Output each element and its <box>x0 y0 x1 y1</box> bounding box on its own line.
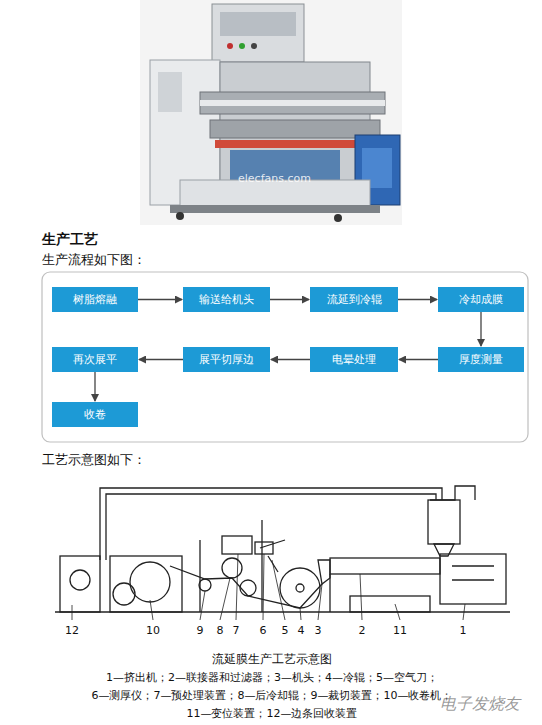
flow-arrow <box>480 312 481 346</box>
callout-number: 7 <box>233 624 240 637</box>
box-label: 树脂熔融 <box>73 292 117 307</box>
key-line: 11—变位装置；12—边条回收装置 <box>187 706 358 721</box>
process-box: 电晕处理 <box>310 347 398 372</box>
flow-frame <box>42 272 528 442</box>
watermark: 电子发烧友 <box>440 694 520 715</box>
callout-number: 10 <box>146 624 160 637</box>
key-line: 1—挤出机；2—联接器和过滤器；3—机头；4—冷辊；5—空气刀； <box>106 670 438 685</box>
callout-number: 6 <box>260 624 267 637</box>
flow-arrow <box>399 359 438 360</box>
box-label: 展平切厚边 <box>199 352 254 367</box>
box-label: 输送给机头 <box>199 292 254 307</box>
process-box: 收卷 <box>52 402 138 427</box>
process-box: 冷却成膜 <box>438 287 524 312</box>
callout-number: 8 <box>217 624 224 637</box>
intro-text: 工艺示意图如下： <box>42 451 146 469</box>
callout-number: 11 <box>393 624 407 637</box>
section-heading: 生产工艺 <box>42 231 98 249</box>
process-box: 流延到冷辊 <box>310 287 398 312</box>
flow-arrow <box>139 359 183 360</box>
box-label: 收卷 <box>84 407 106 422</box>
callout-number: 3 <box>315 624 322 637</box>
flow-arrow <box>270 299 309 300</box>
box-label: 冷却成膜 <box>459 292 503 307</box>
machine-photo <box>140 0 402 225</box>
callout-number: 4 <box>298 624 305 637</box>
watermark: elecfans.com <box>238 172 311 185</box>
flow-arrow <box>398 299 437 300</box>
flow-arrow <box>94 372 95 401</box>
process-schematic <box>55 486 510 620</box>
process-box: 树脂熔融 <box>52 287 138 312</box>
callout-number: 12 <box>65 624 79 637</box>
process-box: 展平切厚边 <box>183 347 270 372</box>
process-box: 厚度测量 <box>438 347 524 372</box>
process-box: 再次展平 <box>52 347 138 372</box>
intro-text: 生产流程如下图： <box>42 251 146 269</box>
callout-number: 1 <box>460 624 467 637</box>
box-label: 流延到冷辊 <box>327 292 382 307</box>
process-box: 输送给机头 <box>183 287 270 312</box>
flow-arrow <box>271 359 310 360</box>
callout-number: 9 <box>197 624 204 637</box>
box-label: 厚度测量 <box>459 352 503 367</box>
callout-number: 5 <box>282 624 289 637</box>
figure-caption: 流延膜生产工艺示意图 <box>212 651 332 668</box>
box-label: 再次展平 <box>73 352 117 367</box>
box-label: 电晕处理 <box>332 352 376 367</box>
flow-arrow <box>138 299 182 300</box>
key-line: 6—测厚仪；7—预处理装置；8—后冷却辊；9—裁切装置；10—收卷机； <box>92 688 453 703</box>
callout-number: 2 <box>359 624 366 637</box>
